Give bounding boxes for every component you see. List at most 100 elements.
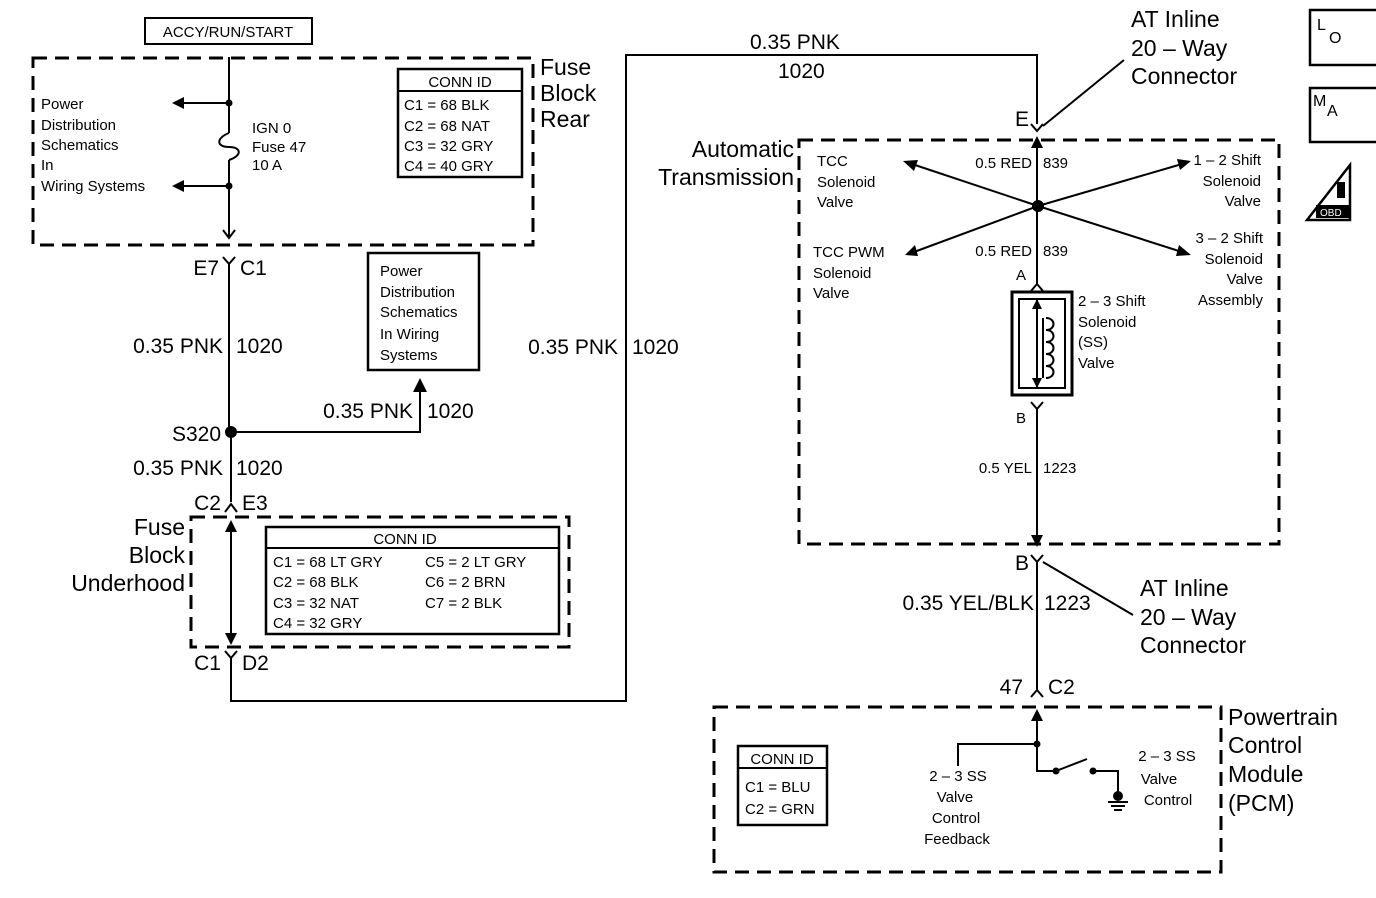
arrow-tcc bbox=[911, 163, 1039, 207]
arrow-shift12 bbox=[1037, 163, 1183, 207]
c2-pcm-label: C2 bbox=[1048, 676, 1075, 699]
shift23-core-arrow-bottom bbox=[1032, 378, 1042, 388]
transmission-title-1: Automatic bbox=[692, 136, 794, 162]
c1-d2-connector bbox=[224, 650, 238, 660]
power-dist-box-4: In Wiring bbox=[380, 326, 439, 343]
obd-warning-bar bbox=[1337, 182, 1345, 198]
pcm-arrow-in bbox=[1031, 709, 1043, 721]
shift23-coil bbox=[1045, 317, 1055, 379]
obd-label: OBD bbox=[1320, 208, 1342, 219]
underhood-conn-c4: C4 = 32 GRY bbox=[273, 615, 362, 632]
wire3-gauge: 0.35 PNK bbox=[133, 457, 223, 480]
fuse-block-rear-title-3: Rear bbox=[540, 106, 590, 132]
legend-icon-2-a: A bbox=[1327, 103, 1338, 120]
rear-conn-c2: C2 = 68 NAT bbox=[404, 118, 490, 135]
e-inline-connector bbox=[1030, 123, 1044, 133]
shift12-2: Solenoid bbox=[1203, 173, 1261, 190]
at-inline-bottom-leader bbox=[1042, 561, 1134, 616]
pcm-connector bbox=[1030, 688, 1044, 698]
power-dist-line-1: Power bbox=[41, 96, 84, 113]
underhood-arrow-down bbox=[225, 633, 237, 645]
yel-gauge: 0.5 YEL bbox=[979, 460, 1032, 477]
b-inline-label: B bbox=[1015, 552, 1029, 575]
pcm-conn-id-box bbox=[736, 744, 829, 827]
legend-icon-1-o: O bbox=[1329, 30, 1341, 47]
c2-label: C2 bbox=[194, 492, 221, 515]
e7-label: E7 bbox=[193, 257, 219, 280]
red2-circuit: 839 bbox=[1043, 243, 1068, 260]
arrow-shift32 bbox=[1037, 205, 1183, 253]
pcm-title-3: Module bbox=[1228, 761, 1303, 787]
at-inline-bottom-3: Connector bbox=[1140, 632, 1246, 658]
wire3-circuit: 1020 bbox=[236, 457, 283, 480]
transmission-title-2: Transmission bbox=[658, 164, 794, 190]
wire5-circuit: 1020 bbox=[778, 60, 825, 83]
shift23-core-arrow-top bbox=[1032, 299, 1042, 309]
shift23-4: Valve bbox=[1078, 355, 1114, 372]
power-arrow-top-head bbox=[172, 97, 184, 109]
pcm-conn-c1: C1 = BLU bbox=[745, 779, 810, 796]
at-inline-top-1: AT Inline bbox=[1131, 6, 1220, 32]
pcm-ground-dot bbox=[1113, 791, 1123, 801]
power-dist-box-2: Distribution bbox=[380, 284, 455, 301]
tcc-pwm-3: Valve bbox=[813, 285, 849, 302]
legend-icon-1-l: L bbox=[1317, 17, 1326, 34]
underhood-conn-c6: C6 = 2 BRN bbox=[425, 574, 505, 591]
underhood-conn-c7: C7 = 2 BLK bbox=[425, 595, 502, 612]
rear-conn-c4: C4 = 40 GRY bbox=[404, 158, 493, 175]
control-1: 2 – 3 SS bbox=[1138, 748, 1196, 765]
control-3: Control bbox=[1144, 792, 1192, 809]
e3-label: E3 bbox=[242, 492, 268, 515]
tcc-pwm-2: Solenoid bbox=[813, 265, 871, 282]
pcm-outline bbox=[712, 705, 1223, 874]
red2-gauge: 0.5 RED bbox=[975, 243, 1032, 260]
pin-a-connector bbox=[1030, 282, 1044, 292]
underhood-conn-c2: C2 = 68 BLK bbox=[273, 574, 358, 591]
obd-label-bg bbox=[1316, 205, 1350, 218]
pcm-title-2: Control bbox=[1228, 732, 1302, 758]
pin-a-label: A bbox=[1016, 267, 1026, 284]
feedback-1: 2 – 3 SS bbox=[929, 768, 987, 785]
feedback-3: Control bbox=[932, 810, 980, 827]
wire-d2-e-inline bbox=[230, 54, 1038, 702]
power-dist-arrow-head bbox=[413, 378, 427, 392]
shift32-3: Valve bbox=[1227, 271, 1263, 288]
c1-top-label: C1 bbox=[240, 257, 267, 280]
power-dist-line-5: Wiring Systems bbox=[41, 178, 145, 195]
underhood-title-2: Block bbox=[129, 542, 186, 568]
power-dist-line-2: Distribution bbox=[41, 117, 116, 134]
shift32-4: Assembly bbox=[1198, 292, 1264, 309]
shift32-1: 3 – 2 Shift bbox=[1195, 230, 1263, 247]
arrow-tcc-head bbox=[903, 160, 918, 171]
wire-s320-power-dist bbox=[231, 388, 421, 433]
shift32-2: Solenoid bbox=[1205, 251, 1263, 268]
at-inline-top-leader bbox=[1042, 59, 1125, 127]
at-inline-bottom-1: AT Inline bbox=[1140, 575, 1229, 601]
rear-conn-c3: C3 = 32 GRY bbox=[404, 138, 493, 155]
legend-icon-1 bbox=[1308, 8, 1376, 67]
power-dist-box-1: Power bbox=[380, 263, 423, 280]
wire2-gauge: 0.35 PNK bbox=[323, 400, 413, 423]
wire5-gauge: 0.35 PNK bbox=[750, 31, 840, 54]
wire4-circuit: 1020 bbox=[632, 336, 679, 359]
s320-label: S320 bbox=[172, 423, 221, 446]
pcm-title-4: (PCM) bbox=[1228, 790, 1294, 816]
shift23-2: Solenoid bbox=[1078, 314, 1136, 331]
arrow-shift32-head bbox=[1176, 245, 1191, 256]
pin-47-label: 47 bbox=[1000, 676, 1023, 699]
wire4-gauge: 0.35 PNK bbox=[528, 336, 618, 359]
red1-circuit: 839 bbox=[1043, 155, 1068, 172]
fuse-block-underhood-outline bbox=[189, 515, 571, 649]
rear-conn-c1: C1 = 68 BLK bbox=[404, 97, 489, 114]
shift23-1: 2 – 3 Shift bbox=[1078, 293, 1146, 310]
ground-icon bbox=[1108, 801, 1128, 811]
underhood-conn-c3: C3 = 32 NAT bbox=[273, 595, 359, 612]
fuse-block-rear-title-1: Fuse bbox=[540, 54, 591, 80]
fuse-bottom-arrow bbox=[222, 229, 236, 240]
shift12-1: 1 – 2 Shift bbox=[1193, 152, 1261, 169]
underhood-title-3: Underhood bbox=[71, 570, 185, 596]
d2-label: D2 bbox=[242, 652, 269, 675]
arrow-shift12-head bbox=[1177, 159, 1191, 170]
ignition-box bbox=[144, 17, 313, 45]
